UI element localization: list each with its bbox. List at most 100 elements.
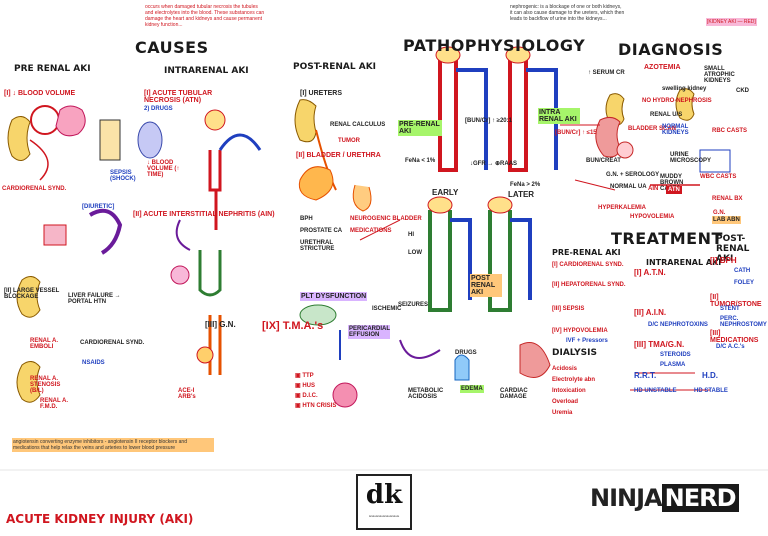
liver-failure-label: LIVER FAILURE → PORTAL HTN xyxy=(68,293,121,305)
tma-gn-tx-label: [III] TMA/G.N. xyxy=(634,340,685,349)
causes-header: CAUSES xyxy=(135,38,209,57)
diagnosis-kidney-drawings xyxy=(595,88,731,186)
tumor-stone-tx-label: [II] TUMOR/STONE xyxy=(710,294,762,308)
azotemia-label: AZOTEMIA xyxy=(644,64,681,71)
dc-acs-label: D/C A.C.'s xyxy=(716,344,745,350)
nephrogenic-note: nephrogenic: is a blockage of one or bot… xyxy=(510,4,625,22)
normal-kidneys-label: NORMAL KIDNEYS xyxy=(662,124,689,136)
diagnosis-header: DIAGNOSIS xyxy=(618,40,724,59)
pathophysiology-header: PATHOPHYSIOLOGY xyxy=(403,36,586,55)
gn-dx-label: G.N. xyxy=(713,210,726,216)
metabolic-acidosis-label: METABOLIC ACIDOSIS xyxy=(408,388,444,400)
early-label: EARLY xyxy=(432,188,459,197)
ttp-label: ▣ TTP xyxy=(295,373,314,379)
cardiorenal-tx-label: [I] CARDIORENAL SYND. xyxy=(552,262,624,268)
cardiorenal-2-label: CARDIORENAL SYND. xyxy=(80,340,145,346)
seizures-label: SEIZURES xyxy=(398,302,429,308)
ain-tx-label: [II] A.I.N. xyxy=(634,308,667,317)
diuretic-label: [DIURETIC] xyxy=(82,204,115,210)
blood-volume-time-label: ↓ BLOOD VOLUME (↑ TIME) xyxy=(147,160,180,178)
ureters-label: [I] URETERS xyxy=(300,90,342,97)
medications-label: MEDICATIONS xyxy=(350,228,392,234)
bladder-scan-label: BLADDER SCAN xyxy=(628,126,676,132)
electrolyte-label: Electrolyte abn xyxy=(552,377,596,383)
hepatorenal-tx-label: [II] HEPATORENAL SYND. xyxy=(552,282,626,288)
overload-label: Overload xyxy=(552,399,579,405)
intrarenal-nephron-drawings xyxy=(170,109,262,375)
tumor-label: TUMOR xyxy=(338,138,360,144)
post-renal-tx-label: POST-RENAL AKI xyxy=(716,234,750,264)
ischemic-label: ISCHEMIC xyxy=(372,306,402,312)
ttp-text: TTP xyxy=(302,373,314,379)
ace-arbs-label: ACE-I ARB's xyxy=(178,388,196,400)
lab-abn-label: LAB ABN xyxy=(712,216,741,224)
acidosis-label: Acidosis xyxy=(552,366,578,372)
pathophysiology-nephron-drawings xyxy=(399,46,558,381)
renal-a-stenosis-label: RENAL A. STENOSIS (B/L) xyxy=(30,376,61,394)
plasma-label: PLASMA xyxy=(660,362,686,368)
tubular-note: occurs when damaged tubular necrosis the… xyxy=(145,4,265,28)
gbm-serology-label: G.N. + SEROLOGY xyxy=(606,172,660,178)
urethral-stricture-label: URETHRAL STRICTURE xyxy=(300,240,335,252)
drugs-path-label: DRUGS xyxy=(455,350,477,356)
renal-bx-label: RENAL BX xyxy=(712,196,743,202)
pre-renal-kidney-drawings xyxy=(7,105,163,403)
hd-unstable-label: HD UNSTABLE xyxy=(634,388,677,394)
renal-a-fmd-label: RENAL A. F.M.D. xyxy=(40,398,69,410)
bottom-note: angiotensin converting enzyme inhibitors… xyxy=(12,438,214,452)
renal-a-emboli-label: RENAL A. EMBOLI xyxy=(30,338,59,350)
stent-label: STENT xyxy=(720,306,740,312)
hd-stable-label: HD STABLE xyxy=(694,388,728,394)
intrarenal-aki-label: INTRARENAL AKI xyxy=(164,66,249,76)
bun-cr-high-label: [BUN/Cr] ↑ ≥20:1 xyxy=(465,118,512,124)
pre-renal-aki-label: PRE RENAL AKI xyxy=(14,64,91,74)
urine-microscopy-label: URINE MICROSCOPY xyxy=(670,152,712,164)
ckd-label: CKD xyxy=(736,88,749,94)
hydronephrosis-label: NO HYDRO-NEPHROSIS xyxy=(642,98,712,104)
hyperkalemia-label: HYPERKALEMIA xyxy=(598,205,647,211)
blood-volume-label: [I] ↓ BLOOD VOLUME xyxy=(4,90,76,97)
uremia-label: Uremia xyxy=(552,410,573,416)
dic-text: D.I.C. xyxy=(302,393,318,399)
renal-us-label: RENAL U/S xyxy=(650,112,683,118)
connector-arrows xyxy=(359,124,710,391)
steroids-label: STEROIDS xyxy=(660,352,691,358)
low-label: LOW xyxy=(408,250,422,256)
small-atrophic-label: SMALL ATROPHIC KIDNEYS xyxy=(704,66,735,84)
bun-cr-low-label: [BUN/Cr] ↑ ≤15 xyxy=(555,130,597,136)
htn-crisis-text: HTN CRISIS xyxy=(302,403,337,409)
pericardial-effusion-label: PERICARDIAL EFFUSION xyxy=(348,325,391,339)
post-renal-aki-path-label: POST RENAL AKI xyxy=(470,274,502,297)
treatment-header: TREATMENT xyxy=(611,229,723,248)
sepsis-label: SEPSIS (SHOCK) xyxy=(110,170,136,182)
drugs-label: 2) DRUGS xyxy=(144,106,173,112)
prostate-ca-label: PROSTATE CA xyxy=(300,228,343,234)
edema-label: EDEMA xyxy=(460,385,484,393)
feno-low-label: FeNa < 1% xyxy=(405,158,436,164)
page-title: ACUTE KIDNEY INJURY (AKI) xyxy=(6,512,194,526)
intoxication-label: Intoxication xyxy=(552,388,586,394)
foley-label: FOLEY xyxy=(734,280,755,286)
atn-tx-label: [I] A.T.N. xyxy=(634,268,666,277)
nsaids-label: NSAIDS xyxy=(82,360,105,366)
neurogenic-bladder-label: NEUROGENIC BLADDER xyxy=(350,216,422,222)
post-renal-drawings xyxy=(294,99,372,408)
nerd-text: NERD xyxy=(661,484,739,512)
intrarenal-tx-label: INTRARENAL AKI xyxy=(646,258,722,267)
later-label: LATER xyxy=(508,190,535,199)
normal-ua-label: NORMAL UA xyxy=(610,184,647,190)
perc-neph-label: PERC. NEPHROSTOMY xyxy=(720,316,767,328)
wbc-casts-label: WBC CASTS xyxy=(700,174,737,180)
hypovolemia-tx-label: [IV] HYPOVOLEMIA xyxy=(552,328,608,334)
bladder-label: [II] BLADDER / URETHRA xyxy=(296,152,381,159)
gn-label: [III] G.N. xyxy=(205,320,236,329)
dk-logo-sub: lalalalalalalalalalalalala xyxy=(368,514,400,518)
feno-high-label: FeNa > 2% xyxy=(510,182,541,188)
dk-logo: dk lalalalalalalalalalalalala xyxy=(356,474,412,530)
legend-note: [KIDNEY AKI — RED] xyxy=(706,18,757,26)
sepsis-tx-label: [III] SEPSIS xyxy=(552,306,585,312)
hus-text: HUS xyxy=(302,383,316,389)
htn-crisis-label: ▣ HTN CRISIS xyxy=(295,403,337,409)
